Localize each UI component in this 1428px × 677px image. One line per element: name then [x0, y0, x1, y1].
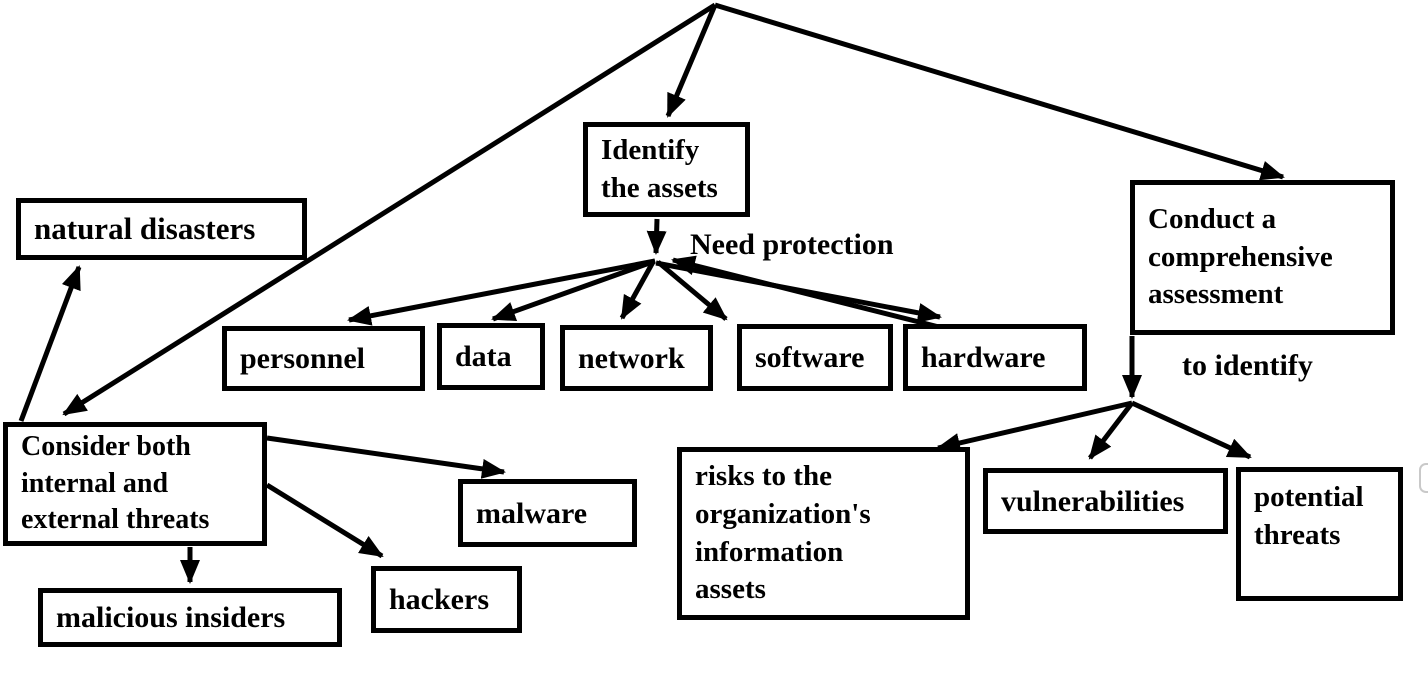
node-vulnerabilities-label: vulnerabilities — [1001, 484, 1185, 518]
node-software: software — [737, 324, 893, 391]
node-conduct-assessment-label: Conduct a comprehensive assessment — [1148, 202, 1333, 311]
node-consider-threats-label: Consider both internal and external thre… — [21, 431, 210, 536]
edge-junction2-to-potential-threats — [1130, 400, 1252, 460]
node-natural-disasters: natural disasters — [16, 198, 307, 260]
scrollbar-fragment[interactable] — [1419, 463, 1428, 493]
node-malicious-insiders-label: malicious insiders — [56, 601, 286, 634]
edge-junction2-to-risks — [936, 400, 1133, 453]
node-hackers-label: hackers — [389, 583, 489, 616]
edge-junction-to-network — [619, 260, 656, 320]
node-hardware: hardware — [903, 324, 1087, 391]
node-identify-assets-label: Identify the assets — [601, 133, 718, 204]
node-data-label: data — [455, 340, 512, 373]
edge-root-to-consider-threats — [62, 2, 717, 417]
node-malware-label: malware — [476, 496, 588, 530]
edge-label-to-identify: to identify — [1182, 349, 1313, 382]
node-risks: risks to the organization's information … — [677, 447, 970, 620]
edge-junction-to-software — [656, 260, 728, 321]
node-vulnerabilities: vulnerabilities — [983, 468, 1228, 534]
edge-junction-to-data — [491, 258, 656, 322]
node-software-label: software — [755, 341, 865, 374]
edge-junction2-to-vulnerabilities — [1088, 401, 1134, 460]
node-network-label: network — [578, 341, 685, 375]
node-network: network — [560, 325, 713, 391]
node-malicious-insiders: malicious insiders — [38, 588, 342, 647]
edge-consider-to-malware — [266, 435, 506, 479]
edge-junction-to-personnel — [347, 258, 656, 326]
node-natural-disasters-label: natural disasters — [34, 210, 256, 246]
node-personnel: personnel — [222, 326, 425, 391]
edge-consider-to-natural-disasters — [18, 265, 82, 422]
node-risks-label: risks to the organization's information … — [695, 460, 871, 606]
node-conduct-assessment: Conduct a comprehensive assessment — [1130, 180, 1395, 335]
node-data: data — [437, 323, 545, 390]
edge-root-to-identify-assets — [665, 4, 718, 118]
node-malware: malware — [458, 479, 637, 547]
node-consider-threats: Consider both internal and external thre… — [3, 422, 267, 546]
edge-hardware-to-junction — [671, 255, 944, 331]
node-identify-assets: Identify the assets — [583, 122, 750, 217]
node-potential-threats: potential threats — [1236, 467, 1403, 601]
node-personnel-label: personnel — [240, 342, 366, 375]
edge-root-to-conduct-assessment — [714, 2, 1285, 181]
edge-consider-to-hackers — [265, 482, 384, 559]
edge-label-need-protection: Need protection — [690, 228, 894, 261]
node-potential-threats-label: potential threats — [1254, 481, 1364, 551]
edge-identify-assets-to-junction — [646, 218, 667, 255]
node-hackers: hackers — [371, 566, 522, 633]
node-hardware-label: hardware — [921, 341, 1046, 374]
